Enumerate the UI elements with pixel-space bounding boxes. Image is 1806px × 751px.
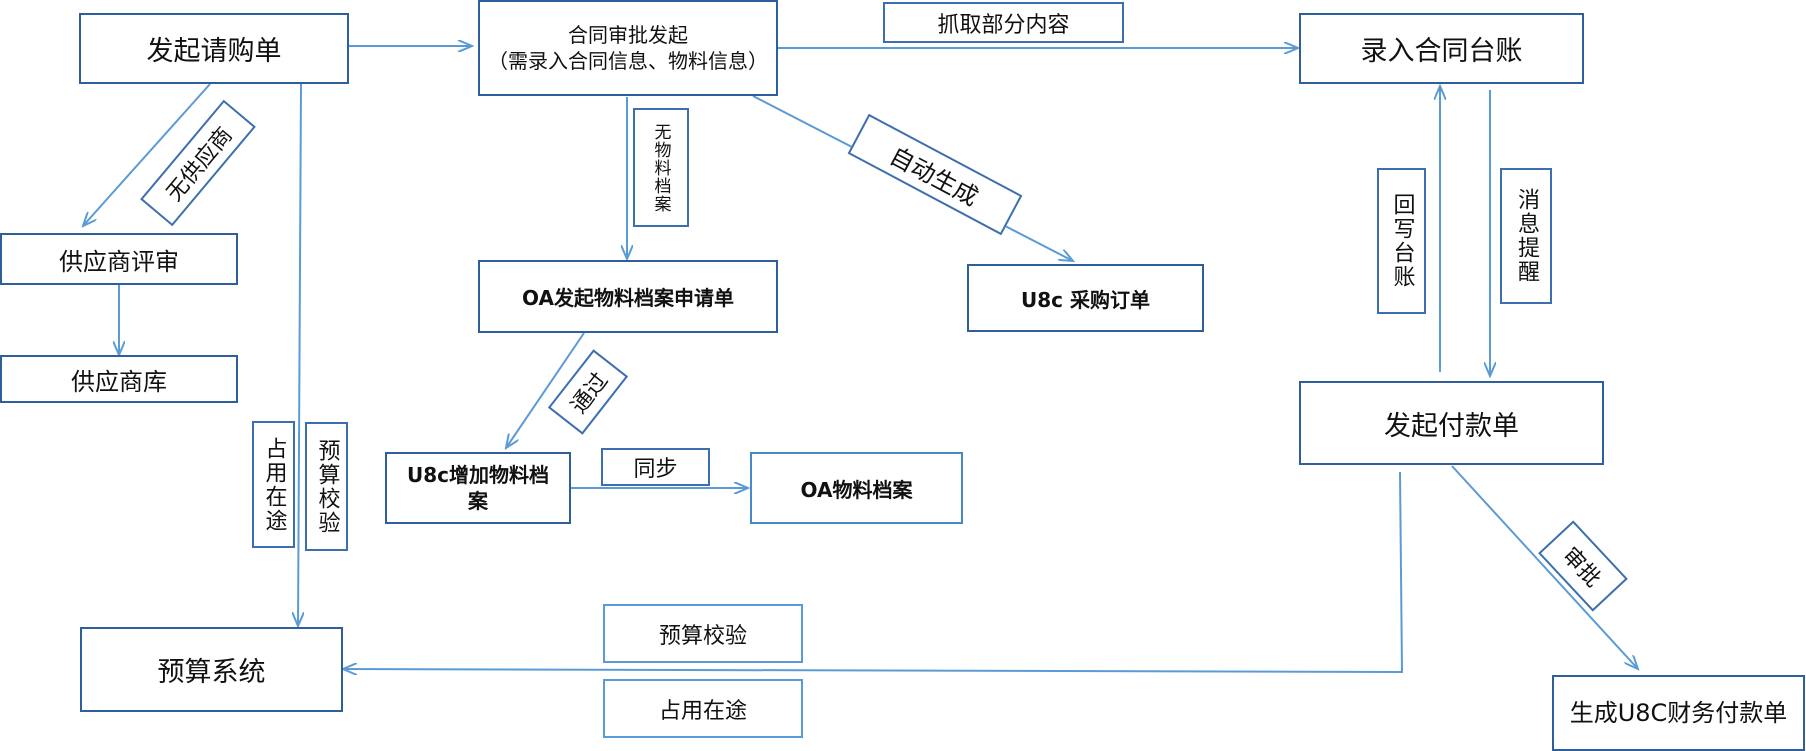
label-budget-check-horizontal-text: 预算校验 bbox=[658, 623, 747, 649]
supplier-review-text: 供应商评审 bbox=[59, 247, 179, 276]
label-occupy-transit-horizontal-text: 占用在途 bbox=[658, 698, 747, 724]
label-fetch-partial-text: 抓取部分内容 bbox=[937, 12, 1070, 38]
label-no-material-file-text: 无物料档案 bbox=[650, 122, 671, 213]
supplier-db-node: 供应商库 bbox=[0, 355, 238, 403]
arrow-po-to-budget bbox=[298, 83, 301, 626]
label-occupy-transit-horizontal: 占用在途 bbox=[603, 679, 803, 738]
u8c-purchase-order-node: U8c 采购订单 bbox=[967, 264, 1204, 332]
label-no-material-file: 无物料档案 bbox=[633, 108, 689, 227]
oa-material-file-text: OA物料档案 bbox=[800, 477, 913, 502]
arrow-payment-to-budget bbox=[343, 471, 1404, 672]
arrow-po-to-supplier-review bbox=[83, 83, 211, 226]
arrow-oa-material-to-u8c-add bbox=[506, 332, 585, 448]
initiate-po-node: 发起请购单 bbox=[79, 13, 349, 84]
budget-system-node: 预算系统 bbox=[80, 627, 343, 712]
label-write-back-ledger-text: 回写台账 bbox=[1389, 193, 1415, 289]
u8c-finance-payment-node: 生成U8C财务付款单 bbox=[1552, 675, 1805, 751]
supplier-db-text: 供应商库 bbox=[71, 367, 167, 396]
u8c-add-material-node: U8c增加物料档案 bbox=[385, 452, 571, 524]
label-occupy-transit-vertical-text: 占用在途 bbox=[261, 436, 287, 533]
budget-system-text: 预算系统 bbox=[157, 657, 266, 688]
label-write-back-ledger: 回写台账 bbox=[1377, 168, 1426, 314]
initiate-po-text: 发起请购单 bbox=[146, 36, 282, 67]
initiate-payment-node: 发起付款单 bbox=[1299, 381, 1604, 465]
label-budget-check-horizontal: 预算校验 bbox=[603, 604, 803, 663]
label-occupy-transit-vertical: 占用在途 bbox=[252, 421, 295, 548]
supplier-review-node: 供应商评审 bbox=[0, 233, 238, 285]
oa-material-file-node: OA物料档案 bbox=[750, 452, 963, 524]
u8c-finance-payment-text: 生成U8C财务付款单 bbox=[1569, 699, 1788, 727]
label-sync: 同步 bbox=[601, 448, 710, 486]
label-budget-check-vertical: 预算校验 bbox=[305, 422, 348, 551]
label-fetch-partial: 抓取部分内容 bbox=[883, 2, 1124, 43]
oa-material-request-text: OA发起物料档案申请单 bbox=[522, 286, 734, 310]
contract-ledger-text: 录入合同台账 bbox=[1360, 36, 1523, 67]
initiate-payment-text: 发起付款单 bbox=[1384, 410, 1519, 442]
contract-approval-text: 合同审批发起 （需录入合同信息、物料信息） bbox=[488, 23, 768, 73]
u8c-add-material-text: U8c增加物料档案 bbox=[406, 463, 549, 513]
label-message-remind-text: 消息提醒 bbox=[1514, 188, 1539, 284]
label-message-remind: 消息提醒 bbox=[1500, 168, 1552, 304]
label-budget-check-vertical-text: 预算校验 bbox=[314, 438, 340, 535]
oa-material-request-node: OA发起物料档案申请单 bbox=[478, 260, 778, 333]
u8c-purchase-order-text: U8c 采购订单 bbox=[1021, 287, 1150, 312]
label-sync-text: 同步 bbox=[633, 457, 678, 482]
contract-approval-node: 合同审批发起 （需录入合同信息、物料信息） bbox=[478, 0, 778, 96]
arrow-payment-to-finance bbox=[1451, 465, 1638, 669]
contract-ledger-node: 录入合同台账 bbox=[1299, 13, 1584, 84]
